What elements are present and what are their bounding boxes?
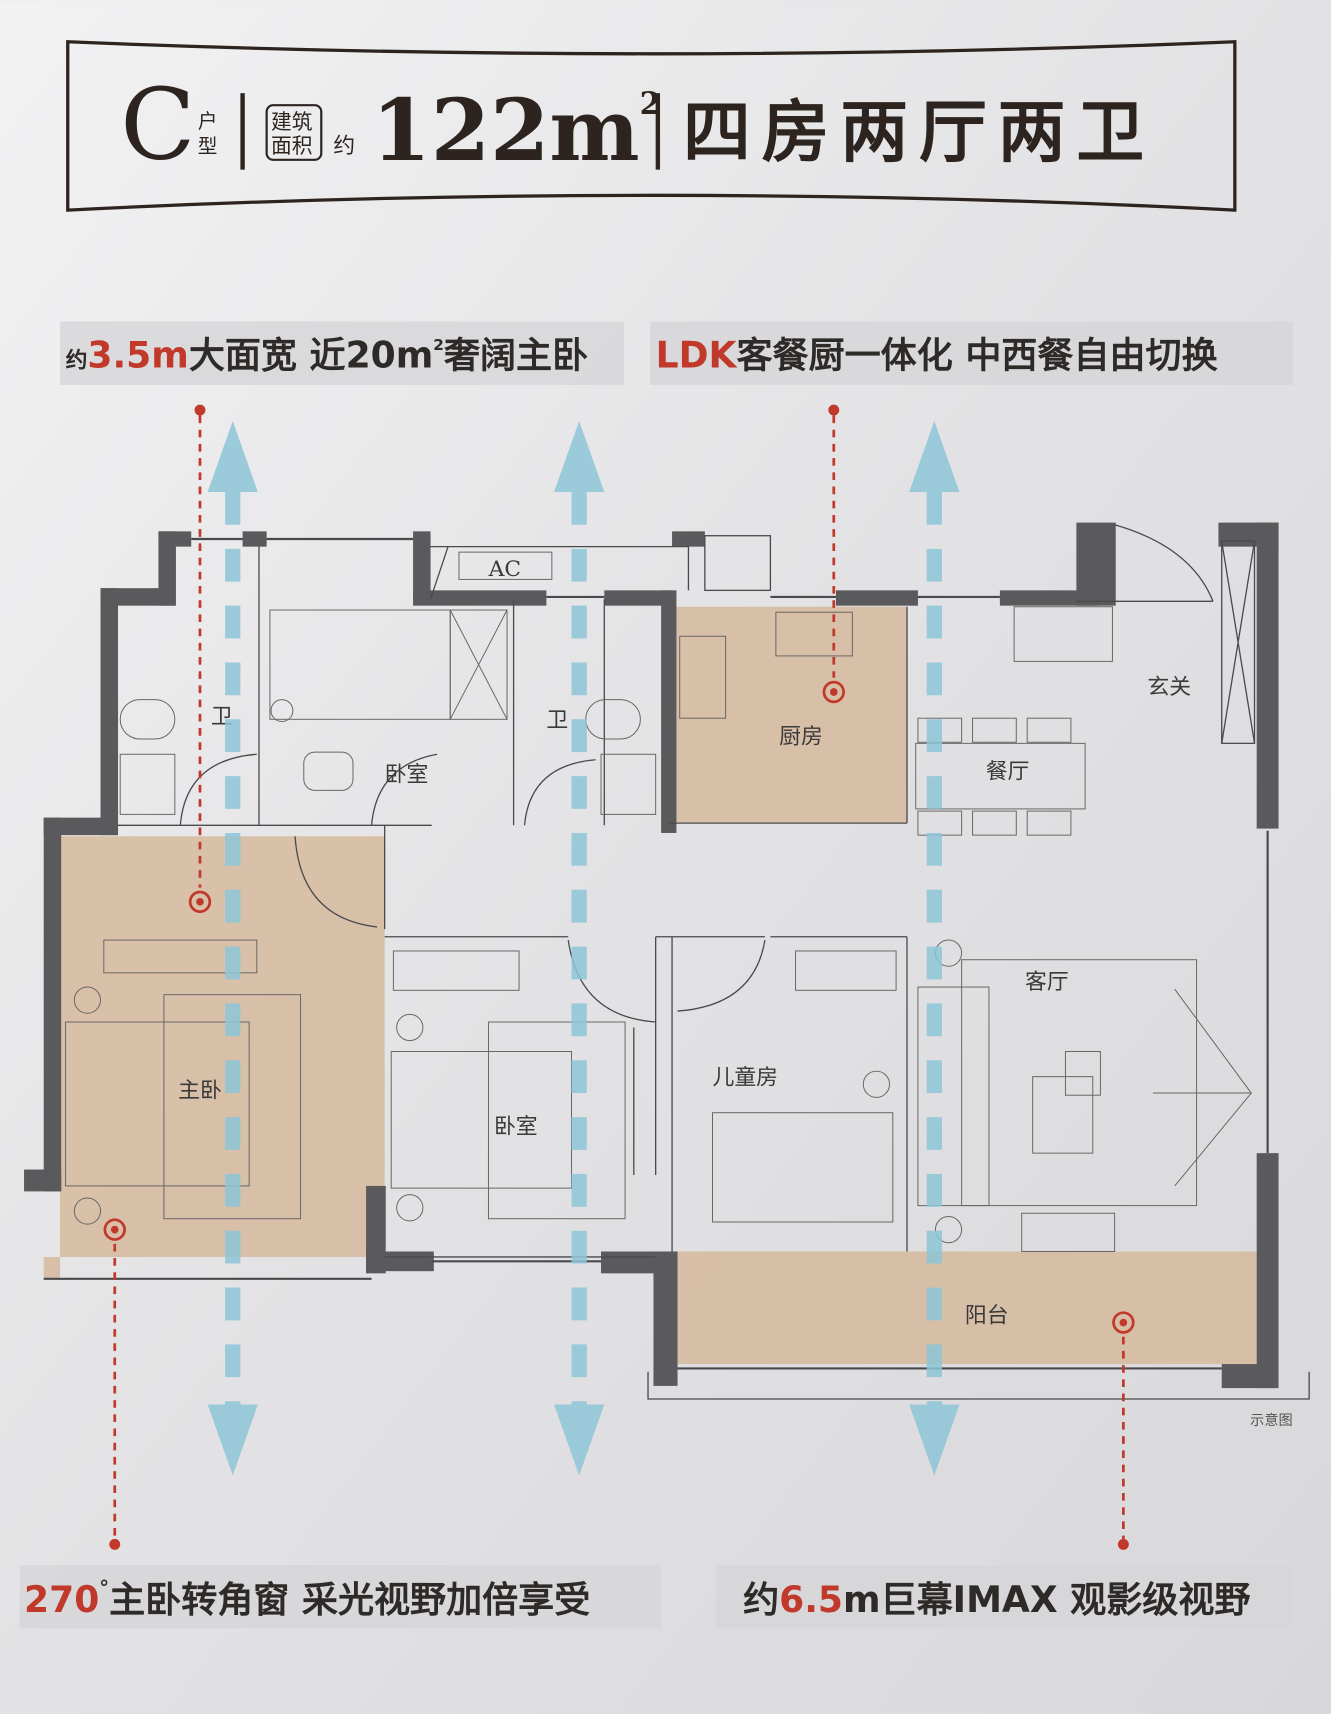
svg-text:约3.5m大面宽 近20m2奢阔主卧: 约3.5m大面宽 近20m2奢阔主卧	[66, 334, 589, 376]
callout-bottom-right: 约6.5m巨幕IMAX 观影级视野	[715, 1565, 1293, 1629]
area-badge-line2: 面积	[271, 134, 313, 158]
pointer-corner-window	[103, 1218, 126, 1550]
room-label-living: 客厅	[1025, 970, 1069, 995]
interior-partitions	[43, 524, 1310, 1400]
room-label-entrance: 玄关	[1147, 675, 1191, 700]
area-badge-frame	[265, 104, 323, 161]
callout-top-left: 约3.5m大面宽 近20m2奢阔主卧	[60, 321, 624, 385]
callout-bottom-left: 270°主卧转角窗 采光视野加倍享受	[19, 1565, 662, 1629]
room-label-balcony: 阳台	[965, 1304, 1009, 1329]
divider	[655, 93, 661, 170]
header-frame	[66, 40, 1237, 212]
ac-label: AC	[488, 557, 522, 582]
sink	[600, 753, 657, 815]
toilet	[119, 699, 176, 740]
target-icon	[188, 890, 212, 914]
callout-top-right: LDK客餐厨一体化 中西餐自由切换	[650, 321, 1293, 385]
master-bedroom-highlight	[43, 836, 385, 1279]
svg-text:270°主卧转角窗 采光视野加倍享受: 270°主卧转角窗 采光视野加倍享受	[24, 1577, 590, 1621]
approx-label: 约	[333, 134, 355, 159]
kitchen-highlight	[675, 606, 908, 824]
walls	[24, 522, 1279, 1389]
room-label-master: 主卧	[178, 1078, 222, 1103]
kitchen-sink	[775, 611, 853, 657]
area-value: 122m2	[372, 81, 661, 181]
schematic-note: 示意图	[1250, 1412, 1293, 1429]
chair	[303, 751, 354, 791]
svg-text:约6.5m巨幕IMAX 观影级视野: 约6.5m巨幕IMAX 观影级视野	[743, 1579, 1250, 1621]
sofa	[917, 986, 990, 1207]
sink	[119, 753, 176, 815]
svg-text:LDK客餐厨一体化 中西餐自由切换: LDK客餐厨一体化 中西餐自由切换	[656, 334, 1218, 376]
shoe-cabinet	[1013, 606, 1113, 662]
wardrobe	[449, 609, 508, 720]
pointer-ldk	[822, 404, 845, 704]
furniture	[65, 551, 1253, 1252]
target-icon	[822, 680, 845, 704]
stove	[679, 635, 727, 719]
ac-unit	[458, 551, 553, 580]
coffee-table	[1032, 1076, 1094, 1154]
unit-type-label-2: 型	[198, 135, 218, 158]
header-banner: C 户 型 建筑 面积 约 122m2 四房两厅两卫	[66, 40, 1237, 212]
callout-pointers	[103, 404, 1135, 1550]
room-label-dining: 餐厅	[986, 759, 1030, 784]
master-bed	[65, 1021, 250, 1187]
ventilation-arrows	[207, 420, 960, 1476]
dining-table	[915, 742, 1086, 810]
pointer-imax	[1112, 1311, 1135, 1550]
ventilation-arrow-1	[207, 420, 258, 1476]
room-label-bedroom-middle: 卧室	[494, 1114, 538, 1139]
ventilation-arrow-2	[554, 420, 605, 1476]
divider	[240, 93, 245, 170]
bed	[711, 1112, 894, 1223]
room-label-bath2: 卫	[546, 708, 568, 733]
room-label-kids: 儿童房	[713, 1065, 779, 1090]
area-badge-line1: 建筑	[271, 110, 313, 134]
unit-type-label-1: 户	[198, 110, 218, 133]
target-icon	[103, 1218, 126, 1241]
wardrobe	[392, 950, 520, 991]
layout-title: 四房两厅两卫	[683, 92, 1155, 171]
target-icon	[1112, 1311, 1135, 1334]
unit-letter: C	[120, 69, 195, 183]
ventilation-arrow-3	[909, 420, 960, 1476]
room-label-bedroom-north: 卧室	[385, 763, 429, 788]
balcony-highlight	[675, 1251, 1257, 1365]
room-labels: 卫 卧室 卫 厨房 餐厅 玄关 客厅 主卧 卧室 儿童房 阳台 AC 示意图	[178, 557, 1293, 1429]
room-label-kitchen: 厨房	[779, 724, 823, 749]
highlighted-areas	[43, 606, 1257, 1365]
tv-cabinet	[1021, 1212, 1116, 1252]
wardrobe	[795, 950, 897, 991]
pointer-master-width	[188, 404, 212, 914]
wardrobe	[103, 939, 258, 974]
